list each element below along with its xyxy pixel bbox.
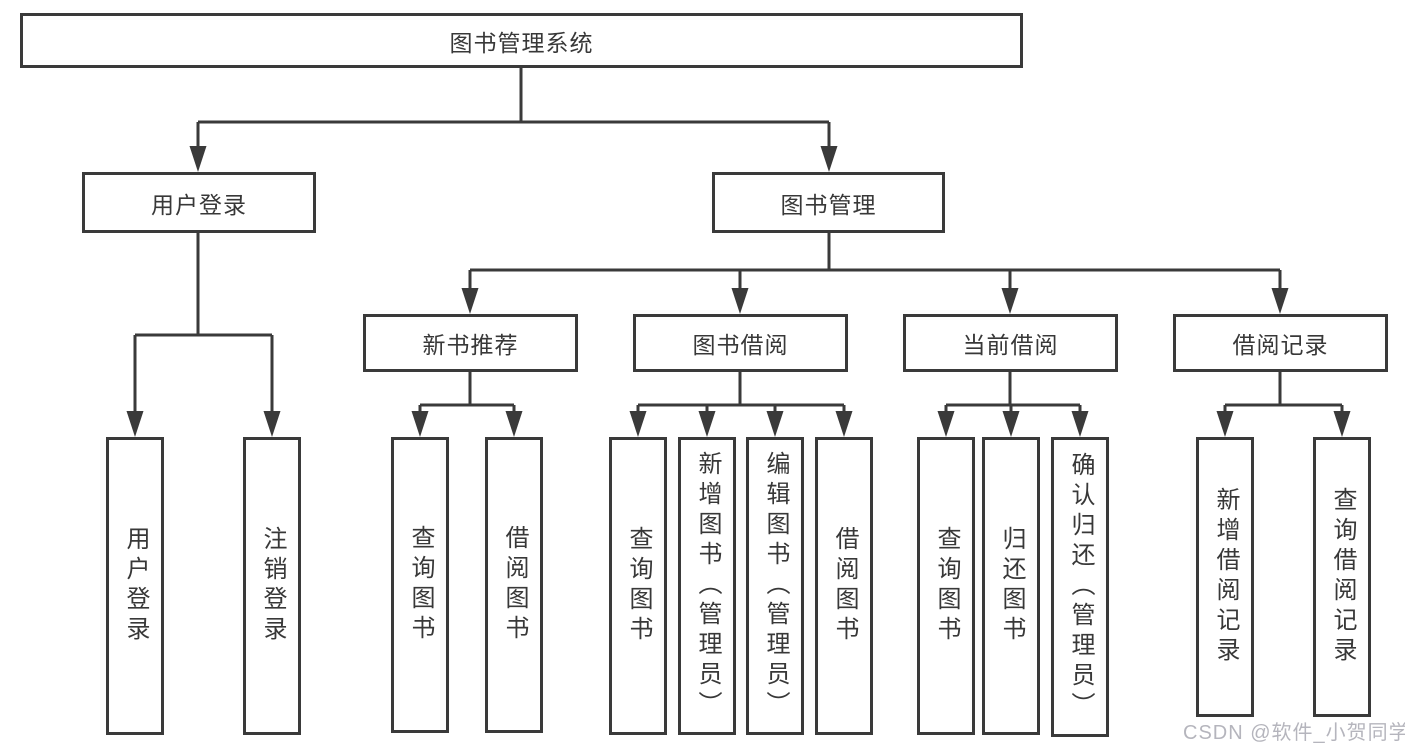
leaf-user-login: 用户登录 bbox=[106, 437, 164, 735]
leaf-add-borrow-record: 新增借阅记录 bbox=[1196, 437, 1254, 717]
leaf-recommend-query-book: 查询图书 bbox=[391, 437, 449, 733]
node-book-management-branch: 图书管理 bbox=[712, 172, 945, 233]
csdn-watermark: CSDN @软件_小贺同学 bbox=[1183, 722, 1405, 744]
leaf-logout: 注销登录 bbox=[243, 437, 301, 735]
leaf-recommend-borrow-book: 借阅图书 bbox=[485, 437, 543, 733]
connector-borrow-branch bbox=[629, 372, 853, 437]
leaf-current-query-book: 查询图书 bbox=[917, 437, 975, 735]
node-current-borrow: 当前借阅 bbox=[903, 314, 1118, 372]
node-book-borrow: 图书借阅 bbox=[633, 314, 848, 372]
node-root-system: 图书管理系统 bbox=[20, 13, 1023, 68]
connector-current-branch bbox=[937, 372, 1089, 437]
leaf-add-book-admin: 新增图书（管理员） bbox=[678, 437, 736, 735]
connector-records-branch bbox=[1216, 372, 1351, 437]
connector-manage-to-level3 bbox=[461, 233, 1289, 314]
leaf-borrow-book: 借阅图书 bbox=[815, 437, 873, 735]
connector-root-to-level2 bbox=[189, 68, 838, 172]
connector-login-branch bbox=[126, 233, 281, 437]
leaf-confirm-return-admin: 确认归还（管理员） bbox=[1051, 437, 1109, 737]
leaf-borrow-query-book: 查询图书 bbox=[609, 437, 667, 735]
node-user-login-branch: 用户登录 bbox=[82, 172, 316, 233]
leaf-edit-book-admin: 编辑图书（管理员） bbox=[746, 437, 804, 735]
leaf-query-borrow-record: 查询借阅记录 bbox=[1313, 437, 1371, 717]
connector-recommend-branch bbox=[411, 372, 523, 437]
node-new-book-recommend: 新书推荐 bbox=[363, 314, 578, 372]
leaf-return-book: 归还图书 bbox=[982, 437, 1040, 735]
node-borrow-records: 借阅记录 bbox=[1173, 314, 1388, 372]
